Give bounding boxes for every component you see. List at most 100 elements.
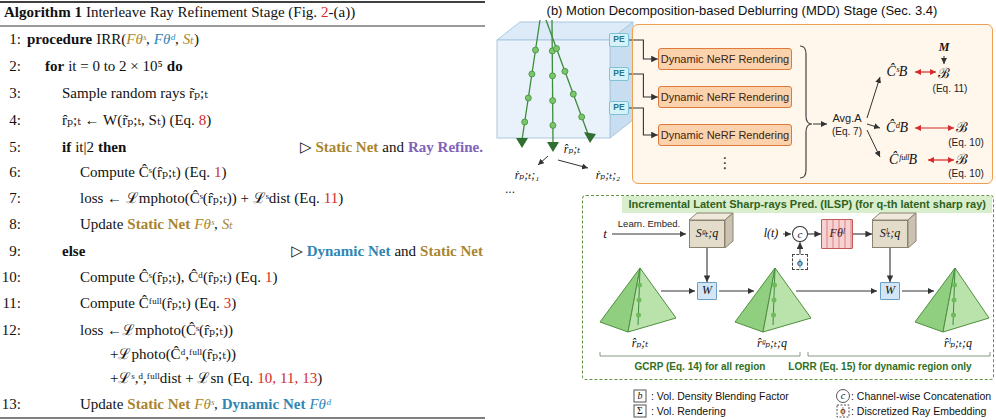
embedding-box: ϕ	[792, 254, 808, 271]
algorithm-text: ,	[214, 216, 218, 233]
ray-volume	[497, 40, 610, 138]
algorithm-text: Fθˢ	[194, 396, 214, 413]
algorithm-title: Algorithm 1	[4, 4, 82, 21]
algorithm-text: )	[231, 295, 236, 312]
average-label: (Eq. 7)	[832, 126, 862, 138]
line-number: 6:	[9, 164, 21, 181]
legend-symbol-text: ϕ	[840, 405, 845, 417]
sample-dot	[636, 313, 641, 318]
line-number: 9:	[9, 243, 21, 260]
ray-line	[522, 20, 540, 140]
flow-arrow	[783, 234, 791, 235]
comment-text: Static Net	[315, 139, 378, 156]
line-number: 4:	[9, 112, 21, 129]
algorithm-text: Dynamic Net	[222, 396, 306, 413]
node-text: Dynamic NeRF Rendering	[661, 53, 789, 66]
equation-ref: (Eq. 11)	[933, 83, 968, 95]
sample-dot	[951, 313, 956, 318]
process-box: Dynamic NeRF Rendering	[658, 48, 792, 70]
legend-symbol	[837, 390, 850, 403]
line-number: 13:	[2, 396, 21, 413]
algorithm-title: 2	[321, 4, 329, 21]
panel-title: (b) Motion Decomposition-based Deblurrin…	[547, 4, 938, 19]
average-label: Avg.A	[832, 112, 861, 125]
algorithm-text: )	[317, 370, 322, 387]
line-number: 5:	[9, 139, 21, 156]
connector-arrow	[706, 248, 707, 282]
ray-label: ṙₚ;ₜ;₁	[515, 169, 540, 183]
comment-text: Static Net	[420, 243, 483, 260]
legend-symbol	[634, 390, 646, 402]
line-number: 11:	[2, 295, 21, 312]
algorithm-text: Update	[80, 216, 123, 233]
keyword: else	[62, 243, 85, 260]
connector-arrow	[629, 108, 658, 135]
region-label: LORR (Eq. 15) for dynamic region only	[788, 361, 971, 373]
region-bracket	[808, 352, 990, 356]
algorithm-text: loss ← ℒmphoto(Ĉˢ(r̂ₚ;ₜ)) + ℒˢdist (Eq.	[80, 190, 320, 207]
equation-ref: 10	[257, 370, 272, 387]
algorithm-text: Compute Ĉˢ(r̂ₚ;ₜ), Ĉᵈ(r̂ₚ;ₜ) (Eq.	[80, 269, 261, 286]
algorithm-text: )	[221, 164, 226, 181]
output-label: ĈᵈB	[886, 120, 908, 136]
line-number: 8:	[9, 216, 21, 233]
equation-ref: 1	[265, 269, 273, 286]
line-number: 7:	[9, 190, 21, 207]
equation-ref: ,	[294, 370, 298, 387]
sample-dot	[525, 95, 531, 101]
sample-dot	[579, 114, 585, 120]
algorithm-text: ,	[146, 31, 150, 48]
blur-label: ℬ	[956, 120, 968, 136]
embed-label: Learn. Embed.	[618, 219, 680, 230]
ray-end	[516, 138, 528, 148]
algorithm-text: )	[338, 190, 343, 207]
algorithm-text: Fθᵈ	[154, 31, 175, 48]
connector-arrow	[808, 233, 821, 234]
legend-text: : Channel-wise Concatenation	[851, 390, 991, 402]
legend-text: : Vol. Rendering	[651, 405, 726, 417]
algorithm-text: loss ←ℒmphoto(Ĉˢ(r̂ₚ;ₜ))	[80, 322, 233, 339]
equation-ref: 11	[280, 370, 294, 387]
mask-arrow	[944, 56, 945, 64]
line-number: 12:	[2, 322, 21, 339]
ray-end	[584, 132, 596, 143]
equation-ref: ,	[272, 370, 276, 387]
flow-arrow	[719, 291, 754, 292]
algorithm-text: +ℒˢ,ᵈ,ᶠᵘˡˡdist + ℒsn	[110, 370, 224, 387]
mask-label: M	[939, 41, 950, 55]
ray-volume	[610, 22, 633, 138]
process-box: Dynamic NeRF Rendering	[658, 86, 792, 108]
flow-arrow	[867, 130, 880, 157]
time-label: l(t)	[764, 227, 779, 241]
algorithm-text: it|2	[75, 139, 94, 156]
ray-end	[547, 142, 559, 152]
blur-label: ℬ	[938, 66, 950, 82]
time-label: t	[603, 227, 607, 242]
ray-label: r̂ᵍₚ;ₜ;q	[757, 337, 787, 351]
ray-label: r̂ˡₚ;ₜ;q	[944, 337, 972, 351]
node-text: Dynamic NeRF Rendering	[661, 129, 789, 142]
legend-symbol-text: b	[638, 390, 643, 402]
ray-label: ṙₚ;ₜ;₂	[596, 169, 621, 183]
node-text: PE	[613, 35, 624, 45]
ray-label: r̂ₚ;ₜ	[564, 143, 580, 157]
flow-arrow	[796, 291, 877, 292]
blur-label: ℬ	[956, 152, 968, 168]
sample-dot	[554, 46, 560, 52]
node-text: W	[885, 284, 895, 298]
flow-arrow	[867, 77, 880, 118]
stage-panel: Avg.A(Eq. 7)Dynamic NeRF RenderingDynami…	[632, 24, 993, 184]
algorithm-text: it = 0 to 2 × 10⁵	[68, 58, 163, 75]
warp-box: W	[697, 282, 717, 300]
flow-arrow	[902, 291, 934, 292]
legend-symbol-text: c	[841, 390, 845, 402]
warp-box: W	[880, 282, 900, 300]
loss-arrow	[928, 159, 954, 160]
sample-dot	[637, 283, 642, 288]
ray-frustum	[628, 268, 676, 332]
encoding-box: PE	[609, 101, 629, 115]
loss-arrow	[915, 71, 936, 72]
algorithm-text: IRR(	[96, 31, 126, 48]
connector-arrow	[629, 40, 658, 59]
algorithm-text: Fθᵈ	[309, 396, 330, 413]
